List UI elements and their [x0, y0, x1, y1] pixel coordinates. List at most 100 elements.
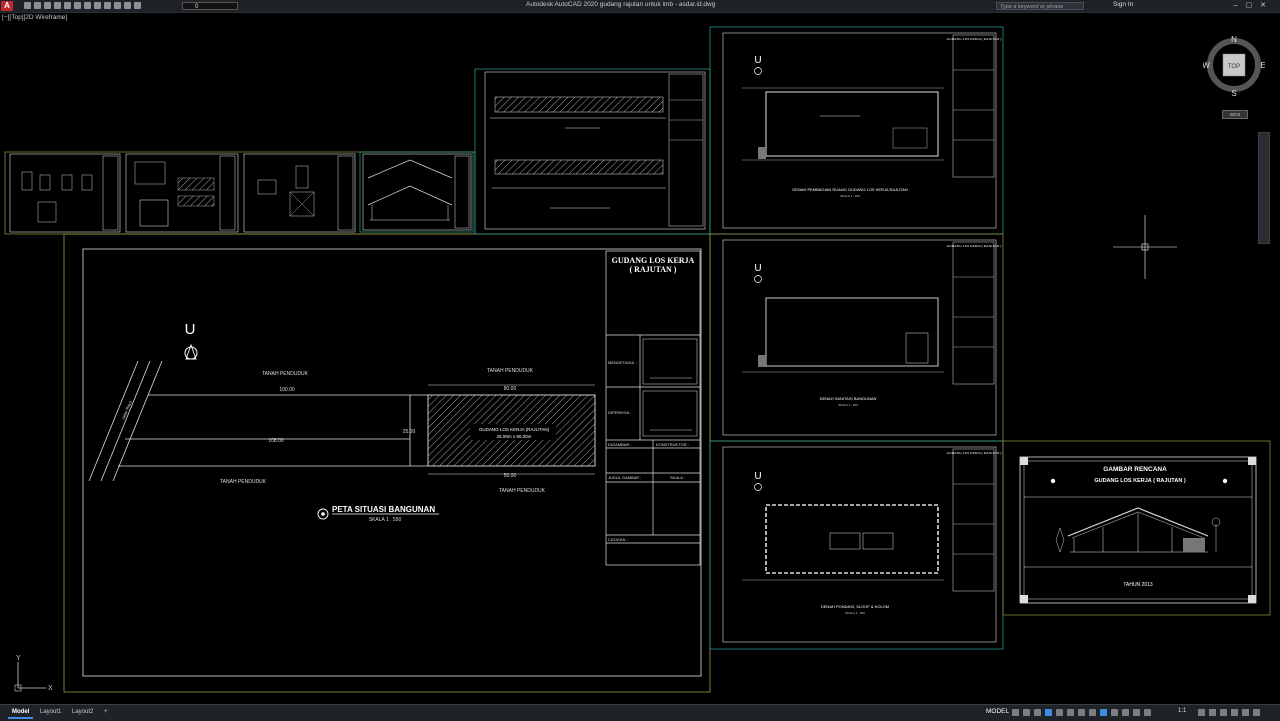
color-square-icon[interactable] [134, 2, 141, 9]
floor-plan-sheet-a: GUDANG LOS KERJA ( RAJUTAN ) U DENAH PEM… [709, 26, 1004, 235]
sign-in-button[interactable]: Sign In [1113, 1, 1134, 8]
annotation-scale-icon[interactable] [1144, 709, 1151, 716]
detail-sheet-3 [243, 153, 356, 233]
status-bar: Model Layout1 Layout2 + MODEL 1:1 [0, 704, 1280, 721]
cover-sheet: GAMBAR RENCANA GUDANG LOS KERJA ( RAJUTA… [1002, 440, 1271, 616]
sheet-b-title: DENAH SANITASI BANGUNAN [820, 396, 877, 401]
dim-100: 100.00 [279, 387, 295, 393]
lock-icon[interactable] [124, 2, 131, 9]
lineweight-icon[interactable] [1089, 709, 1096, 716]
viewcube-east[interactable]: E [1260, 61, 1265, 70]
palm-tree-icon [1211, 517, 1221, 527]
plus-icon[interactable] [1209, 709, 1216, 716]
drawing-canvas[interactable]: GUDANG LOS KERJA ( RAJUTAN ) MENGETAHUI … [0, 12, 1280, 704]
tab-layout2[interactable]: Layout2 [72, 709, 94, 715]
navigation-bar[interactable] [1258, 132, 1270, 244]
save-as-icon[interactable] [54, 2, 61, 9]
open-icon[interactable] [34, 2, 41, 9]
cover-year: TAHUN 2013 [1123, 582, 1153, 588]
tb-catatan: CATATAN : [608, 537, 628, 542]
search-input[interactable]: Type a keyword or phrase [996, 2, 1084, 10]
ortho-icon[interactable] [1034, 709, 1041, 716]
status-right-icons [1198, 709, 1260, 716]
layer-dropdown[interactable]: 0 [182, 2, 238, 10]
undo-icon[interactable] [74, 2, 81, 9]
plot-icon[interactable] [64, 2, 71, 9]
viewcube-face-label: TOP [1228, 64, 1240, 70]
cover-title: GAMBAR RENCANA [1103, 466, 1167, 473]
snap-icon[interactable] [1023, 709, 1030, 716]
osnap-icon[interactable] [1078, 709, 1085, 716]
quick-access-toolbar [24, 2, 141, 9]
viewcube[interactable]: TOP N S W E [1203, 34, 1265, 96]
share-icon[interactable] [94, 2, 101, 9]
tanah-bottom-right: TANAH PENDUDUK [499, 488, 546, 494]
crosshair-cursor-icon [1113, 215, 1177, 279]
dim-80: 80.00 [504, 386, 517, 392]
autocad-logo[interactable]: A [1, 1, 13, 11]
cover-subtitle: GUDANG LOS KERJA ( RAJUTAN ) [1094, 478, 1186, 484]
transparency-icon[interactable] [1100, 709, 1107, 716]
sheet-a-north-letter: U [754, 55, 761, 66]
sheet-a-tb-title: GUDANG LOS KERJA ( RAJUTAN ) [947, 37, 1003, 41]
building-label-2: 25.00m x 80.00m [497, 434, 532, 439]
viewcube-top-face[interactable] [1222, 53, 1246, 77]
save-icon[interactable] [44, 2, 51, 9]
hardware-acceleration-icon[interactable] [1220, 709, 1227, 716]
viewcube-south[interactable]: S [1231, 89, 1236, 96]
sheet-b-tb-title: GUDANG LOS KERJA ( RAJUTAN ) [947, 244, 1003, 248]
tanah-bottom-left: TANAH PENDUDUK [220, 479, 267, 485]
detail-sheet-4-elevation [359, 151, 474, 233]
tab-layout1[interactable]: Layout1 [40, 709, 62, 715]
detail-sheet-1 [9, 153, 121, 233]
dim-25: 25.00 [403, 429, 416, 435]
tb-diperiksa: DIPERIKSA : [608, 410, 631, 415]
tab-add-layout[interactable]: + [104, 709, 108, 715]
tb-skala: SKALA : [670, 475, 685, 480]
tb-judul: JUDUL GAMBAR : [608, 475, 641, 480]
plan-title: PETA SITUASI BANGUNAN [332, 505, 435, 514]
sheet-a-title: DENAH PEMBAGIAN RUANG GUDANG LOS KERJA R… [792, 187, 907, 192]
viewcube-north[interactable]: N [1231, 35, 1237, 44]
dim-108: 108.00 [268, 438, 284, 444]
sheet-c-scale: SKALA 1 : 200 [845, 611, 865, 615]
sanitation-plan-sheet-b: GUDANG LOS KERJA ( RAJUTAN ) U DENAH SAN… [709, 233, 1004, 442]
model-space-button[interactable]: MODEL [986, 708, 1010, 715]
isodraft-icon[interactable] [1056, 709, 1063, 716]
new-icon[interactable] [24, 2, 31, 9]
gear-icon[interactable] [1198, 709, 1205, 716]
clean-screen-icon[interactable] [1242, 709, 1249, 716]
sheet-c-north-letter: U [754, 471, 761, 482]
annotation-scale-value[interactable]: 1:1 [1178, 708, 1187, 714]
object-track-icon[interactable] [1067, 709, 1074, 716]
ucs-y-label: Y [16, 655, 21, 662]
detail-sheets-row [4, 151, 476, 235]
redo-icon[interactable] [84, 2, 91, 9]
tanah-top-left: TANAH PENDUDUK [262, 371, 309, 377]
sheet-c-title: DENAH PONDASI, SLOOF & KOLOM [821, 604, 889, 609]
ucs-x-label: X [48, 685, 53, 692]
polar-icon[interactable] [1045, 709, 1052, 716]
wcs-menu[interactable]: WCS [1222, 110, 1248, 119]
sheet-b-scale: SKALA 1 : 200 [838, 403, 858, 407]
window-title: Autodesk AutoCAD 2020 gudang rajutan unt… [526, 1, 716, 8]
main-site-plan-sheet: GUDANG LOS KERJA ( RAJUTAN ) MENGETAHUI … [63, 233, 711, 693]
viewcube-west[interactable]: W [1203, 61, 1210, 70]
title-bar: A 0 Autodesk AutoCAD 2020 gudang rajutan… [0, 0, 1280, 13]
isolate-icon[interactable] [1231, 709, 1238, 716]
window-controls[interactable]: –▢✕ [1233, 2, 1274, 9]
selection-cycling-icon[interactable] [1111, 709, 1118, 716]
sun-icon[interactable] [114, 2, 121, 9]
viewport-controls-label[interactable]: [−][Top][2D Wireframe] [2, 14, 68, 21]
sheet-b-north-letter: U [754, 263, 761, 274]
tb-mengetahui: MENGETAHUI : [608, 360, 637, 365]
annotation-visibility-icon[interactable] [1122, 709, 1129, 716]
north-letter: U [185, 321, 196, 338]
plan-title-marker-icon [317, 508, 329, 520]
sheet-a-scale: SKALA 1 : 200 [840, 194, 860, 198]
grid-icon[interactable] [1012, 709, 1019, 716]
tab-model[interactable]: Model [8, 707, 34, 719]
customize-icon[interactable] [1253, 709, 1260, 716]
bulb-icon[interactable] [104, 2, 111, 9]
autoscale-icon[interactable] [1133, 709, 1140, 716]
